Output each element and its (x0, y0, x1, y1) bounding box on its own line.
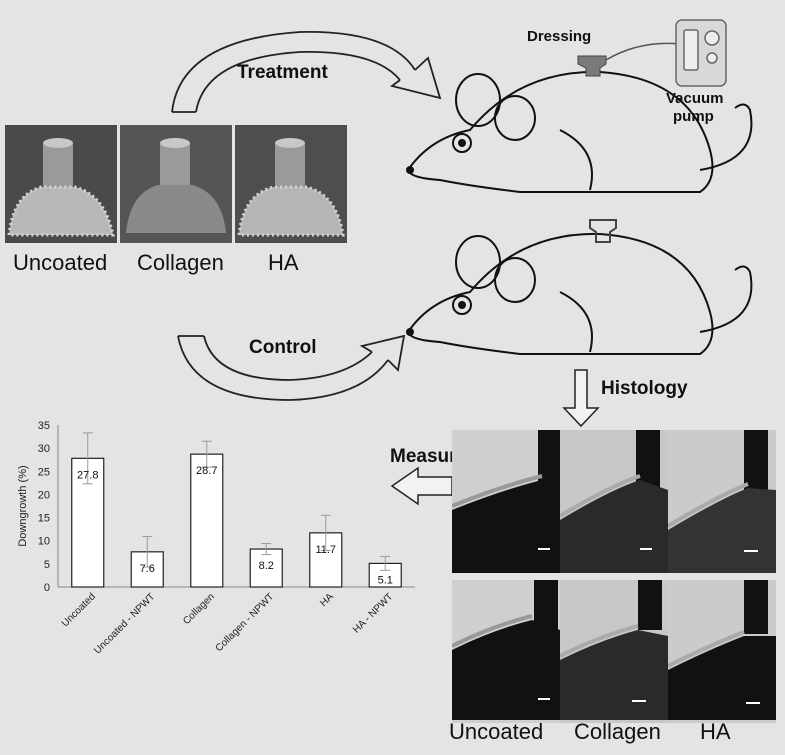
dressing-icon (577, 55, 607, 77)
vacuum-pump-icon (675, 19, 727, 87)
data-label: 8.2 (259, 560, 274, 572)
histology-uncoated (452, 580, 560, 723)
y-tick-label: 35 (38, 420, 50, 432)
x-tick-label: HA - NPWT (351, 591, 395, 635)
histology-label-collagen: Collagen (574, 719, 661, 744)
implant-outline-icon (589, 219, 617, 243)
y-tick-label: 20 (38, 489, 50, 501)
rat-treatment (406, 70, 753, 193)
data-label: 28.7 (196, 465, 217, 477)
x-tick-label: Collagen (181, 591, 217, 627)
implant-label-ha: HA (268, 250, 299, 275)
histology-uncoated-npwt (452, 430, 560, 573)
y-tick-label: 25 (38, 466, 50, 478)
histology-label-uncoated: Uncoated (449, 719, 544, 744)
vacuum-tube (605, 42, 681, 61)
implant-label-uncoated: Uncoated (13, 250, 108, 275)
x-tick-label: Uncoated - NPWT (92, 591, 157, 656)
y-axis-title: Downgrowth (%) (17, 465, 29, 546)
histology-label-ha: HA (700, 719, 731, 744)
y-tick-label: 10 (38, 536, 50, 548)
implant-photo-uncoated (5, 125, 117, 243)
treatment-arrow (171, 31, 442, 113)
x-tick-label: HA (318, 591, 336, 609)
measure-label: Measure (390, 446, 468, 467)
data-label: 5.1 (378, 574, 393, 586)
data-label: 27.8 (77, 469, 98, 481)
y-tick-label: 5 (44, 559, 50, 571)
y-tick-label: 30 (38, 443, 50, 455)
y-tick-label: 0 (44, 582, 50, 594)
vacuum-label: Vacuum (666, 90, 724, 107)
implant-photo-ha (235, 125, 347, 243)
histology-ha (668, 580, 776, 723)
data-label: 11.7 (315, 544, 336, 556)
x-tick-label: Collagen - NPWT (214, 591, 277, 654)
control-label: Control (249, 337, 317, 358)
x-tick-label: Uncoated (60, 591, 98, 629)
bar (190, 453, 224, 588)
histology-collagen (560, 580, 668, 723)
implant-photo-collagen (120, 125, 232, 243)
bar (71, 457, 105, 588)
y-tick-label: 15 (38, 513, 50, 525)
histology-ha-npwt (668, 430, 776, 573)
histology-label: Histology (601, 378, 688, 399)
control-arrow (177, 334, 406, 401)
implant-label-collagen: Collagen (137, 250, 224, 275)
pump-label: pump (673, 108, 714, 125)
treatment-label: Treatment (237, 62, 328, 83)
dressing-label: Dressing (527, 28, 592, 45)
histology-arrow (562, 369, 600, 428)
data-label: 7.6 (140, 563, 155, 575)
histology-collagen-npwt (560, 430, 668, 573)
rat-control (406, 232, 753, 355)
